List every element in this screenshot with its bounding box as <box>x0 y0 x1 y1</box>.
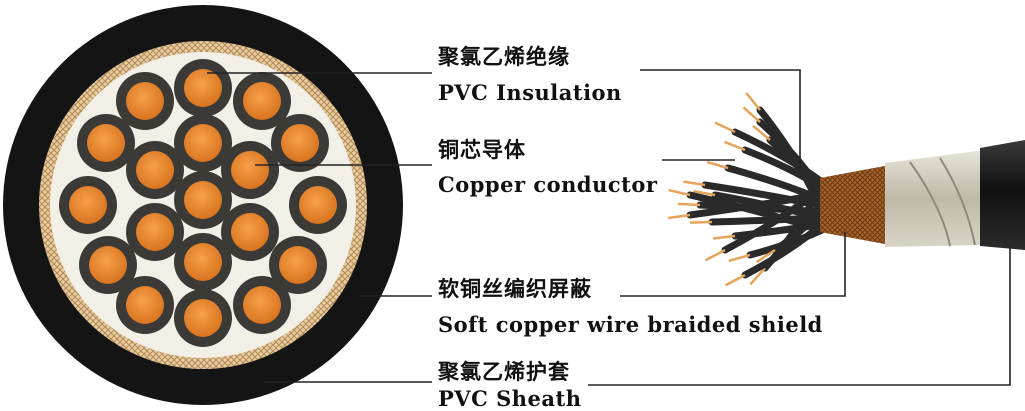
copper-wire-tip <box>745 92 761 111</box>
loose-wires <box>668 92 826 287</box>
core-conductor <box>184 299 222 337</box>
core-conductor <box>87 124 125 162</box>
core-conductor <box>89 246 127 284</box>
copper-wire-tip <box>706 160 729 170</box>
copper-wire-tip <box>714 121 736 134</box>
core-conductor <box>279 246 317 284</box>
core-conductor <box>243 286 281 324</box>
core-conductor <box>281 124 319 162</box>
shield-label-en: Soft copper wire braided shield <box>438 312 823 337</box>
conductor-label-en: Copper conductor <box>438 172 658 197</box>
shield-label-cn: 软铜丝编织屏蔽 <box>438 277 592 301</box>
copper-wire-tip <box>668 188 691 197</box>
core-conductor <box>126 82 164 120</box>
core-conductor <box>231 213 269 251</box>
sheath-label-en: PVC Sheath <box>438 386 582 411</box>
core-conductor <box>136 213 174 251</box>
copper-wire-tip <box>683 180 706 187</box>
copper-wire-tip <box>712 234 736 240</box>
copper-wire-tip <box>677 202 701 207</box>
conductor-label-cn: 铜芯导体 <box>438 138 526 162</box>
core-conductor <box>69 186 107 224</box>
copper-wire-tip <box>724 140 746 152</box>
side-sheath <box>980 140 1025 250</box>
insulated-wire <box>756 106 826 216</box>
core-conductor <box>243 82 281 120</box>
copper-wire-tip <box>668 213 691 220</box>
insulation-label-cn: 聚氯乙烯绝缘 <box>438 45 570 69</box>
copper-wire-tip <box>752 124 771 141</box>
core-conductor <box>184 181 222 219</box>
core-conductor <box>136 151 174 189</box>
core-conductor <box>126 286 164 324</box>
insulation-label-en: PVC Insulation <box>438 80 622 105</box>
copper-wire-tip <box>724 273 746 287</box>
copper-wire-tip <box>755 248 776 264</box>
side-tape <box>885 150 985 247</box>
core-conductor <box>184 124 222 162</box>
copper-wire-tip <box>728 253 751 262</box>
core-conductor <box>184 243 222 281</box>
cable-side-view <box>668 92 1025 287</box>
cable-cross-section <box>3 5 403 405</box>
copper-wire-tip <box>704 248 726 262</box>
core-conductor <box>299 186 337 224</box>
insulated-wire <box>686 191 826 234</box>
copper-wire-tip <box>742 106 761 123</box>
sheath-label-cn: 聚氯乙烯护套 <box>438 360 570 384</box>
side-braid <box>820 165 890 245</box>
insulated-cores <box>59 59 347 347</box>
copper-wire-tip <box>749 267 766 286</box>
leader-lines <box>207 69 1011 386</box>
copper-wire-tip <box>689 220 713 224</box>
core-conductor <box>231 151 269 189</box>
core-conductor <box>184 69 222 107</box>
insulated-wire <box>711 191 826 222</box>
copper-wire-tip <box>693 189 716 197</box>
